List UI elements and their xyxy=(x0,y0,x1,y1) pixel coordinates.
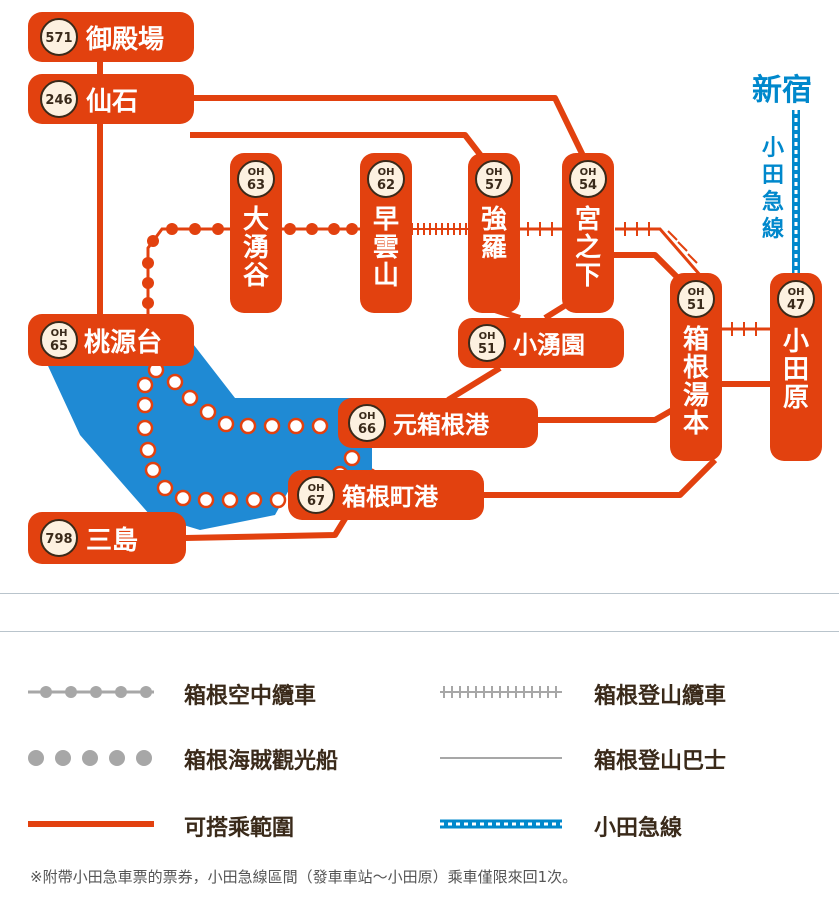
svg-text:65: 65 xyxy=(50,339,68,354)
svg-text:51: 51 xyxy=(478,342,496,357)
svg-text:OH: OH xyxy=(580,167,597,178)
svg-text:小: 小 xyxy=(783,327,809,357)
svg-text:宮: 宮 xyxy=(575,204,601,235)
station-gotemba[interactable]: 571 御殿場 xyxy=(28,12,194,62)
station-owakudani[interactable]: OH 63 大 湧 谷 xyxy=(230,153,282,313)
svg-text:湯: 湯 xyxy=(683,381,709,411)
svg-text:57: 57 xyxy=(485,178,503,193)
line-sengoku-miyanoshita xyxy=(190,95,593,172)
legend-cruise-symbol xyxy=(28,750,152,766)
legend-railway-symbol xyxy=(440,686,562,698)
svg-text:OH: OH xyxy=(248,167,265,178)
svg-text:之: 之 xyxy=(575,232,601,263)
station-sounzan[interactable]: OH 62 早 雲 山 xyxy=(360,153,412,313)
legend-bus-symbol xyxy=(440,757,562,759)
svg-text:47: 47 xyxy=(787,298,805,313)
svg-text:OH: OH xyxy=(486,167,503,178)
station-miyanoshita[interactable]: OH 54 宮 之 下 xyxy=(562,153,614,313)
svg-text:OH: OH xyxy=(479,331,496,342)
svg-text:OH: OH xyxy=(359,411,376,422)
svg-text:山: 山 xyxy=(373,261,399,291)
svg-text:小: 小 xyxy=(762,136,784,161)
svg-text:田: 田 xyxy=(762,163,784,188)
svg-text:62: 62 xyxy=(377,178,395,193)
svg-text:OH: OH xyxy=(308,483,325,494)
legend-ropeway-label: 箱根空中纜車 xyxy=(184,684,317,709)
svg-text:原: 原 xyxy=(783,383,809,413)
legend-free-area-label: 可搭乘範圍 xyxy=(184,816,295,841)
svg-text:63: 63 xyxy=(247,178,265,193)
station-kowakien[interactable]: OH 51 小湧園 xyxy=(458,318,624,368)
svg-text:本: 本 xyxy=(683,409,709,439)
station-gora[interactable]: OH 57 強 羅 xyxy=(468,153,520,313)
station-hakoneyumoto[interactable]: OH 51 箱 根 湯 本 xyxy=(670,273,722,461)
svg-text:OH: OH xyxy=(378,167,395,178)
legend-bus-label: 箱根登山巴士 xyxy=(594,749,727,774)
lake-ashi xyxy=(36,340,372,530)
ropeway-line xyxy=(142,223,360,330)
station-kowakien-name: 小湧園 xyxy=(513,331,585,359)
line-motohakone-yumoto xyxy=(530,397,692,423)
station-mishima-name: 三島 xyxy=(86,526,138,556)
svg-text:谷: 谷 xyxy=(243,261,270,291)
svg-text:強: 強 xyxy=(481,205,507,235)
svg-text:湧: 湧 xyxy=(243,233,269,263)
line-kowakien-motohakone xyxy=(446,365,502,403)
line-hakonemachi-yumoto xyxy=(480,457,718,498)
station-motohakone-name: 元箱根港 xyxy=(393,411,490,439)
station-hakonemachi-name: 箱根町港 xyxy=(342,483,439,511)
station-sengoku-name: 仙石 xyxy=(86,87,138,117)
shinjuku-label: 新宿 xyxy=(752,73,812,108)
odakyu-label: 小 田 急 線 xyxy=(762,136,784,242)
legend-odakyu-symbol xyxy=(440,819,562,829)
legend-railway-label: 箱根登山纜車 xyxy=(594,684,727,709)
footnote: ※附帶小田急車票的票券，小田急線區間（發車車站〜小田原）乘車僅限來回1次。 xyxy=(30,868,578,886)
station-sengoku[interactable]: 246 仙石 xyxy=(28,74,194,124)
station-gotemba-name: 御殿場 xyxy=(85,24,164,55)
station-odawara[interactable]: OH 47 小 田 原 xyxy=(770,273,822,461)
station-hakonemachi[interactable]: OH 67 箱根町港 xyxy=(288,470,484,520)
svg-text:67: 67 xyxy=(307,494,325,509)
svg-text:OH: OH xyxy=(51,328,68,339)
svg-text:51: 51 xyxy=(687,298,705,313)
svg-text:線: 線 xyxy=(762,216,784,242)
svg-text:羅: 羅 xyxy=(481,233,507,263)
railway-line xyxy=(518,222,772,336)
svg-text:雲: 雲 xyxy=(373,233,399,263)
station-togendai-name: 桃源台 xyxy=(84,327,162,358)
svg-text:798: 798 xyxy=(45,532,72,547)
legend-odakyu-label: 小田急線 xyxy=(594,816,683,841)
svg-text:571: 571 xyxy=(45,31,72,46)
station-motohakone[interactable]: OH 66 元箱根港 xyxy=(338,398,538,448)
svg-text:OH: OH xyxy=(688,287,705,298)
svg-text:下: 下 xyxy=(575,261,601,291)
legend-ropeway-symbol xyxy=(28,686,154,698)
divider-top xyxy=(0,593,839,594)
svg-text:OH: OH xyxy=(788,287,805,298)
legend-cruise-label: 箱根海賊觀光船 xyxy=(184,749,339,774)
svg-text:箱: 箱 xyxy=(683,324,709,355)
svg-text:54: 54 xyxy=(579,178,597,193)
svg-text:66: 66 xyxy=(358,422,376,437)
cable-car-line xyxy=(410,223,470,235)
svg-text:246: 246 xyxy=(45,93,72,108)
legend-free-area-symbol xyxy=(28,821,154,827)
svg-text:早: 早 xyxy=(373,205,399,235)
svg-text:急: 急 xyxy=(762,189,784,215)
svg-text:根: 根 xyxy=(683,353,709,383)
svg-text:大: 大 xyxy=(243,205,269,235)
station-mishima[interactable]: 798 三島 xyxy=(28,512,186,564)
station-togendai[interactable]: OH 65 桃源台 xyxy=(28,314,194,366)
svg-text:田: 田 xyxy=(783,355,809,385)
route-map: 新宿 小 田 急 線 571 御殿場 246 仙石 798 三島 OH 65 桃… xyxy=(28,12,822,564)
divider-bottom xyxy=(0,631,839,632)
